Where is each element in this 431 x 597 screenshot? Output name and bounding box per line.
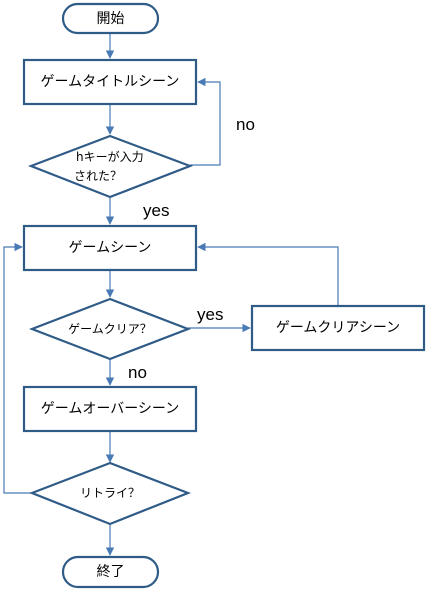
edge-retry-yes-loop	[3, 242, 31, 494]
node-game-scene-label: ゲームシーン	[69, 240, 152, 256]
node-key-question: hキーが入力 された？	[27, 134, 194, 199]
edge-label-clear-no: no	[128, 363, 147, 382]
node-game-scene: ゲームシーン	[22, 224, 198, 272]
node-gameover-scene-label: ゲームオーバーシーン	[41, 401, 179, 417]
node-retry-question-label: リトライ？	[80, 486, 140, 500]
node-title-scene-label: ゲームタイトルシーン	[41, 74, 180, 90]
edge-clear-scene-to-game	[197, 242, 339, 305]
node-clear-question-label: ゲームクリア？	[68, 322, 152, 336]
edge-label-key-yes: yes	[143, 201, 169, 220]
node-key-question-line1: hキーが入力	[76, 149, 144, 164]
node-start-label: 開始	[97, 11, 125, 27]
edge-label-clear-yes: yes	[197, 305, 223, 324]
node-end-label: 終了	[97, 564, 125, 580]
node-start: 開始	[61, 2, 160, 35]
node-gameover-scene: ゲームオーバーシーン	[22, 385, 198, 433]
node-clear-scene-label: ゲームクリアシーン	[276, 320, 400, 336]
node-key-question-line2: された？	[74, 169, 122, 183]
edge-key-question-no-loop	[190, 77, 221, 166]
node-title-scene: ゲームタイトルシーン	[22, 58, 198, 106]
node-clear-scene: ゲームクリアシーン	[250, 304, 426, 352]
node-clear-question: ゲームクリア？	[28, 297, 192, 361]
node-end: 終了	[61, 555, 160, 589]
node-retry-question: リトライ？	[28, 461, 192, 526]
edge-label-key-no: no	[236, 115, 255, 134]
